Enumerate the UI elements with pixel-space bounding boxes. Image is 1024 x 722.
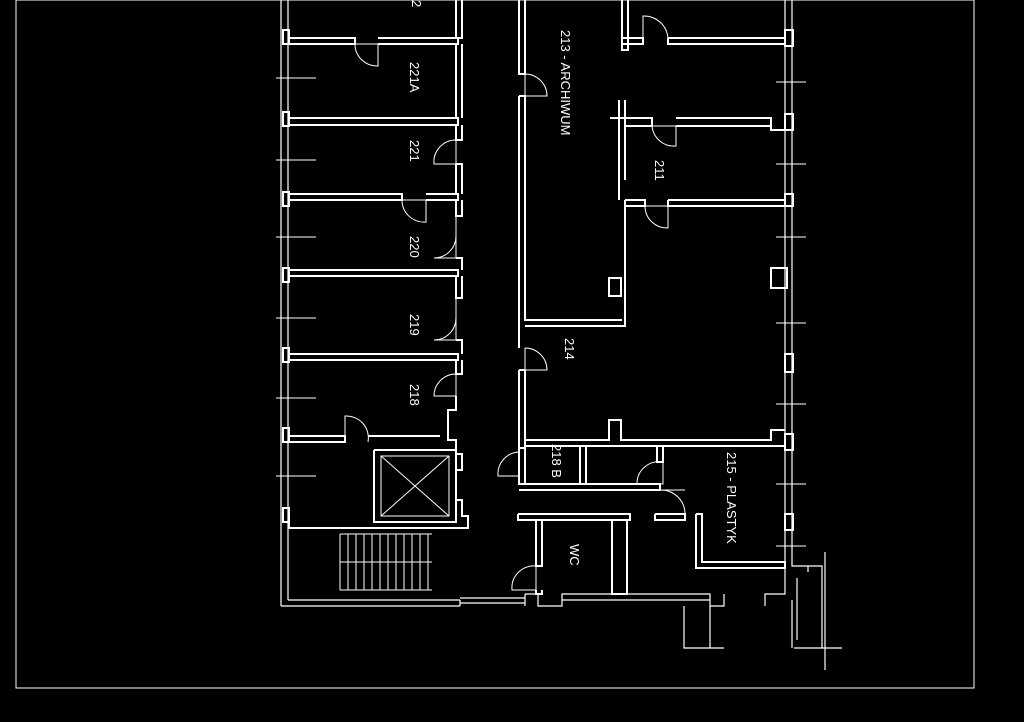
room-label-219: 219 — [407, 314, 422, 336]
room-label-214: 214 — [562, 338, 577, 360]
drawing-frame — [15, 0, 975, 689]
elevator-shaft — [373, 449, 457, 523]
door-swings — [344, 15, 686, 591]
room-label-218: 218 — [407, 384, 422, 406]
room-label-215-plastyk: 215 - PLASTYK — [724, 452, 739, 544]
room-label-221: 221 — [407, 140, 422, 162]
left-corridor-wall — [447, 0, 469, 529]
room-label-211: 211 — [652, 160, 667, 181]
window-ticks-right — [776, 81, 806, 547]
room-label-wc: WC — [567, 544, 582, 566]
window-ticks-left — [276, 77, 316, 477]
left-partitions — [289, 37, 459, 443]
central-walls — [518, 0, 786, 449]
stairs — [288, 512, 456, 591]
room-label-213-archiwum: 213 - ARCHIWUM — [558, 30, 573, 135]
room-label-221a: 221A — [407, 62, 422, 93]
exterior-walls — [280, 0, 842, 670]
room-label-218b: 218 B — [549, 444, 564, 478]
room-label-222: 2 — [409, 0, 424, 7]
room-label-220: 220 — [407, 236, 422, 258]
pilasters-right — [770, 29, 794, 531]
